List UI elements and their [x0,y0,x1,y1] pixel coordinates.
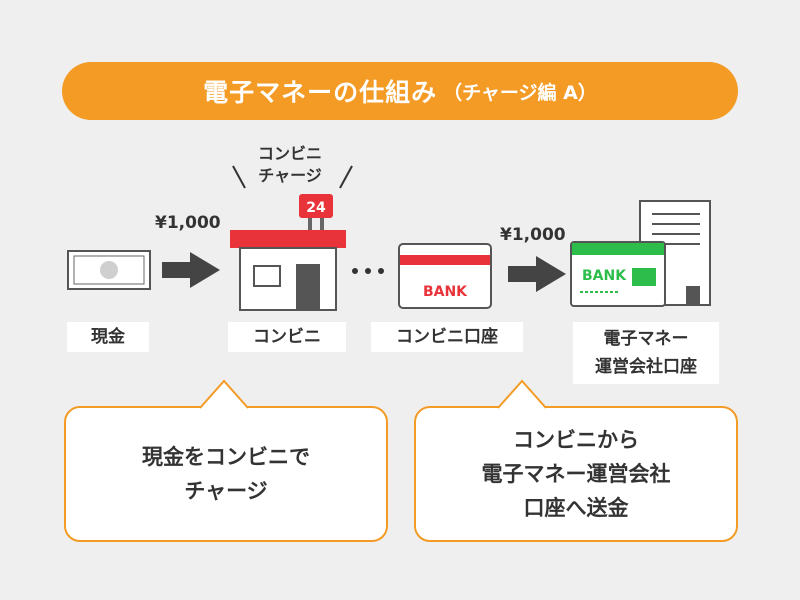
speech-bubble-left: 現金をコンビニで チャージ [64,406,388,542]
ellipsis-dots [352,268,384,274]
bank-card-icon: BANK [398,243,492,309]
amount-store-to-operator: ¥1,000 [500,225,566,245]
bubble-tail-left [200,379,248,409]
label-cash: 現金 [67,322,149,352]
convenience-store-icon: 24 [230,194,346,311]
label-store: コンビニ [228,322,346,352]
arrow-right-icon [162,252,220,288]
speech-bubble-right: コンビニから 電子マネー運営会社 口座へ送金 [414,406,738,542]
amount-cash-to-store: ¥1,000 [155,213,221,233]
title-main: 電子マネーの仕組み [203,78,438,107]
operator-account-icon: BANK [570,200,711,307]
label-operator-account: 電子マネー 運営会社口座 [573,322,719,384]
convenience-charge-caption: コンビニ チャージ [257,144,322,185]
bankbook-text: BANK [582,268,627,284]
label-store-account: コンビニ口座 [371,322,523,352]
store-sign-text: 24 [306,200,326,216]
bubble-tail-right [498,379,546,409]
bank-card-text: BANK [423,284,468,300]
arrow-right-icon [508,256,566,292]
title-banner: 電子マネーの仕組み （チャージ編 A） [62,62,738,120]
banknote-icon [67,250,151,290]
title-sub: （チャージ編 A） [443,81,597,104]
annotation-slashes [232,165,353,189]
